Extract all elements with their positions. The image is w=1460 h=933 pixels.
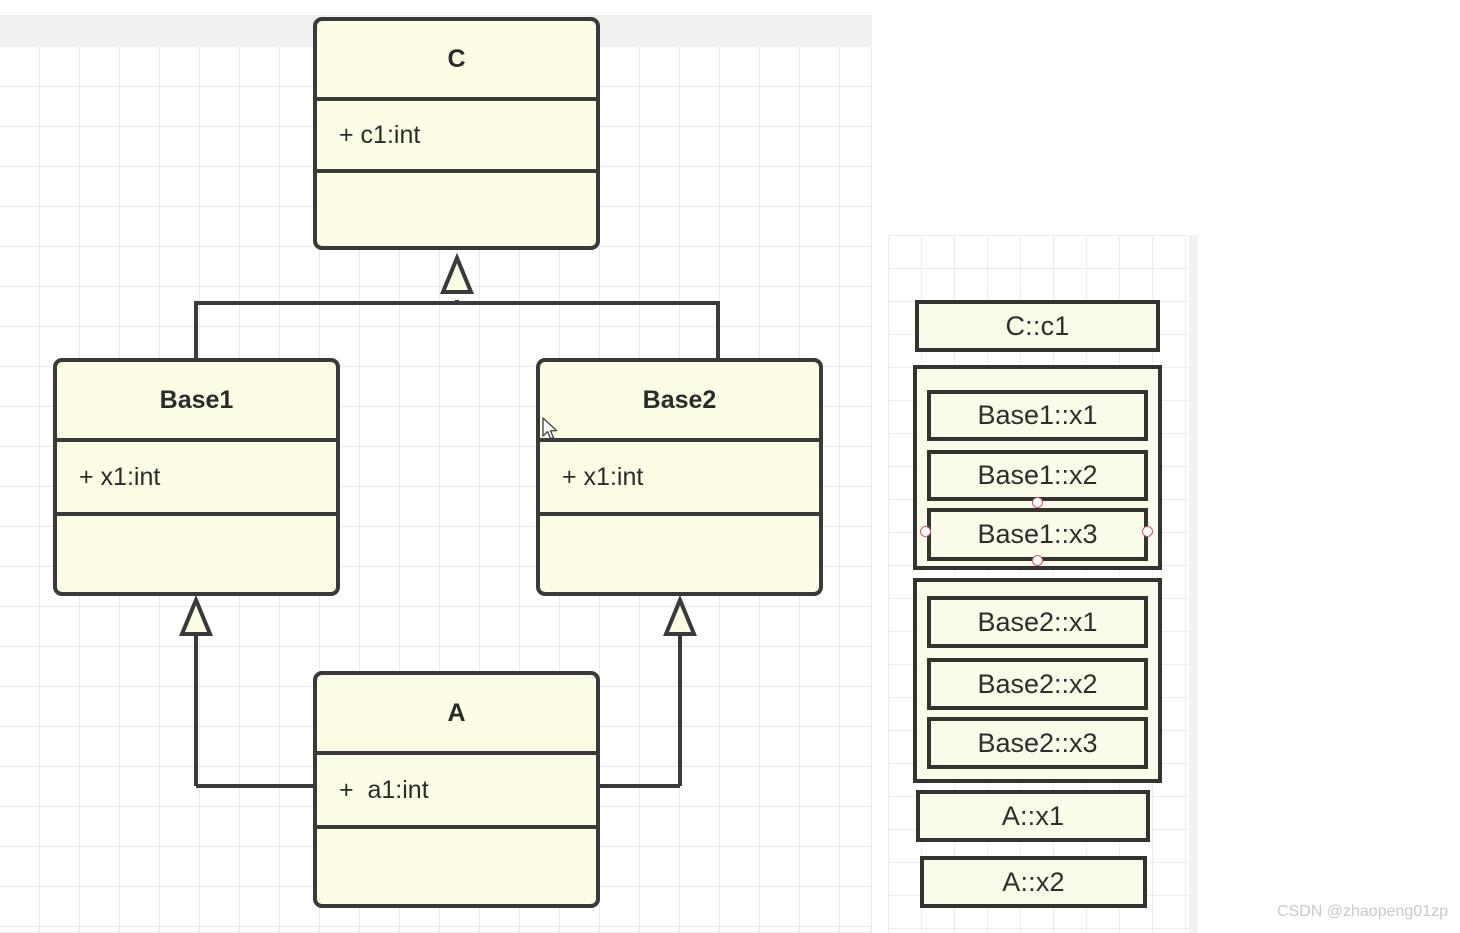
uml-class-base2-attribute: + x1:int: [540, 442, 819, 516]
memory-cell-c-c1[interactable]: C::c1: [915, 300, 1160, 352]
memory-cell-base2-x2[interactable]: Base2::x2: [927, 658, 1148, 710]
memory-cell-base2-x3[interactable]: Base2::x3: [927, 717, 1148, 769]
uml-class-base1-attribute: + x1:int: [57, 442, 336, 516]
uml-class-base1-title: Base1: [57, 362, 336, 442]
memory-cell-base1-x1[interactable]: Base1::x1: [927, 390, 1148, 441]
uml-class-a-methods: [317, 829, 596, 904]
uml-class-a[interactable]: A + a1:int: [313, 671, 600, 908]
selection-handle-bottom-center[interactable]: [1032, 555, 1043, 566]
uml-class-a-title: A: [317, 675, 596, 755]
uml-class-base1-methods: [57, 516, 336, 592]
uml-class-base2-title: Base2: [540, 362, 819, 442]
memory-layout-scrollbar[interactable]: [1189, 235, 1198, 933]
uml-class-c-title: C: [317, 21, 596, 101]
watermark-text: CSDN @zhaopeng01zp: [1276, 903, 1448, 920]
memory-cell-base1-x3[interactable]: Base1::x3: [927, 508, 1148, 561]
selection-handle-right-middle[interactable]: [1142, 526, 1153, 537]
selection-handle-top-center[interactable]: [1032, 497, 1043, 508]
uml-class-base2[interactable]: Base2 + x1:int: [536, 358, 823, 596]
uml-class-base1[interactable]: Base1 + x1:int: [53, 358, 340, 596]
uml-class-c[interactable]: C + c1:int: [313, 17, 600, 250]
selection-handle-left-middle[interactable]: [920, 526, 931, 537]
uml-class-base2-methods: [540, 516, 819, 592]
uml-class-c-methods: [317, 173, 596, 246]
memory-cell-base2-x1[interactable]: Base2::x1: [927, 596, 1148, 648]
memory-cell-a-x2[interactable]: A::x2: [920, 856, 1147, 908]
memory-cell-a-x1[interactable]: A::x1: [916, 790, 1150, 842]
uml-class-a-attribute: + a1:int: [317, 755, 596, 829]
mouse-cursor: [542, 417, 558, 440]
uml-class-c-attribute: + c1:int: [317, 101, 596, 173]
memory-cell-base1-x2[interactable]: Base1::x2: [927, 450, 1148, 501]
